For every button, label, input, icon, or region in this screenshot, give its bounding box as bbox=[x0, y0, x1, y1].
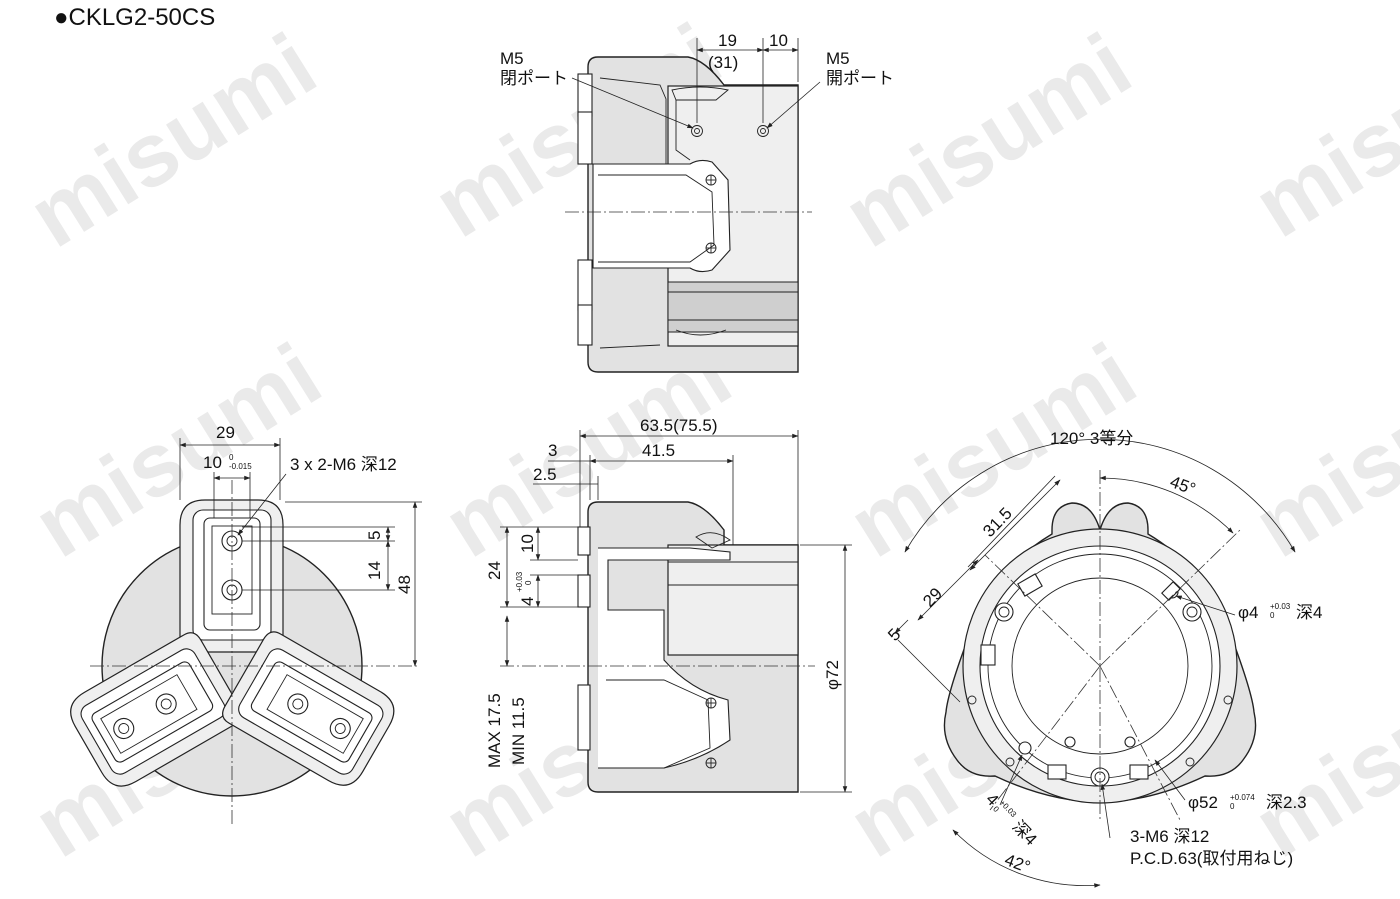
watermark: misumi bbox=[1238, 325, 1400, 577]
dim-3: 3 bbox=[548, 441, 557, 460]
angle-42: 42° bbox=[1002, 850, 1033, 877]
right-port-thread: M5 bbox=[826, 49, 850, 68]
pin-bottom-callout: 4 +0.03 0 深4 bbox=[982, 790, 1040, 850]
dim-48: 48 bbox=[395, 575, 414, 594]
dim-24: 24 bbox=[485, 561, 504, 580]
dia-72: φ72 bbox=[823, 660, 842, 690]
dim-10-tol: 10 bbox=[203, 453, 222, 472]
dim-14: 14 bbox=[365, 561, 384, 580]
pin-bottom-depth: 深4 bbox=[1009, 817, 1041, 849]
recess-depth: 深2.3 bbox=[1266, 793, 1307, 812]
watermark: misumi bbox=[18, 325, 338, 577]
angle-note: 120° 3等分 bbox=[1050, 429, 1133, 448]
mount-pcd: P.C.D.63(取付用ねじ) bbox=[1130, 849, 1293, 868]
dim-29-bottom: 29 bbox=[919, 584, 946, 611]
tol-upper: 0 bbox=[229, 453, 234, 462]
dim-5-bottom: 5 bbox=[884, 625, 904, 645]
watermark: misumi bbox=[13, 15, 333, 267]
dim-31: (31) bbox=[708, 53, 738, 72]
stroke-max: MAX 17.5 bbox=[485, 693, 504, 768]
tol-upper-side: +0.03 bbox=[515, 571, 524, 592]
pin-top-tol-lower: 0 bbox=[1270, 611, 1275, 620]
dim-4: 4 bbox=[518, 597, 537, 606]
watermark: misumi bbox=[1238, 5, 1400, 257]
tol-lower: -0.015 bbox=[229, 462, 252, 471]
pin-top-tol-upper: +0.03 bbox=[1270, 602, 1291, 611]
angle-45: 45° bbox=[1168, 472, 1199, 499]
stroke-min: MIN 11.5 bbox=[509, 697, 528, 765]
recess-dia: φ52 bbox=[1188, 793, 1218, 812]
left-port-label: 閉ポート bbox=[500, 69, 568, 88]
dim-19: 19 bbox=[718, 31, 737, 50]
recess-tol-lower: 0 bbox=[1230, 802, 1235, 811]
pin-top-dia: φ4 bbox=[1238, 603, 1258, 622]
mount-thread: 3-M6 深12 bbox=[1130, 827, 1209, 846]
hole-callout: 3 x 2-M6 深12 bbox=[290, 455, 397, 474]
pin-top-depth: 深4 bbox=[1296, 603, 1322, 622]
pin-bottom-tol-upper: +0.03 bbox=[998, 798, 1019, 819]
recess-tol-upper: +0.074 bbox=[1230, 793, 1255, 802]
watermark: misumi bbox=[1238, 625, 1400, 877]
tol-lower-side: 0 bbox=[524, 580, 533, 585]
dim-29: 29 bbox=[216, 423, 235, 442]
top-view: 19 (31) 10 M5 閉ポート M5 開ポート bbox=[500, 31, 894, 373]
drawing-title: ●CKLG2-50CS bbox=[54, 4, 215, 31]
watermark: misumi bbox=[828, 15, 1148, 267]
pin-bottom-tol-lower: 0 bbox=[991, 804, 1001, 814]
dim-length: 63.5(75.5) bbox=[640, 416, 718, 435]
dim-5: 5 bbox=[365, 531, 384, 540]
dim-10-side: 10 bbox=[518, 534, 537, 553]
left-port-thread: M5 bbox=[500, 49, 524, 68]
right-port-label: 開ポート bbox=[826, 69, 894, 88]
dim-41-5: 41.5 bbox=[642, 441, 675, 460]
bottom-view: 120° 3等分 45° 42° 31.5 29 5 φ4 +0.03 0 深4… bbox=[884, 429, 1322, 888]
front-view: 29 10 0 -0.015 3 x 2-M6 深12 5 14 48 bbox=[70, 423, 422, 825]
dim-10: 10 bbox=[769, 31, 788, 50]
side-view: 63.5(75.5) 3 41.5 2.5 10 24 4 +0.03 0 MA… bbox=[485, 416, 852, 793]
dim-2-5: 2.5 bbox=[533, 465, 557, 484]
